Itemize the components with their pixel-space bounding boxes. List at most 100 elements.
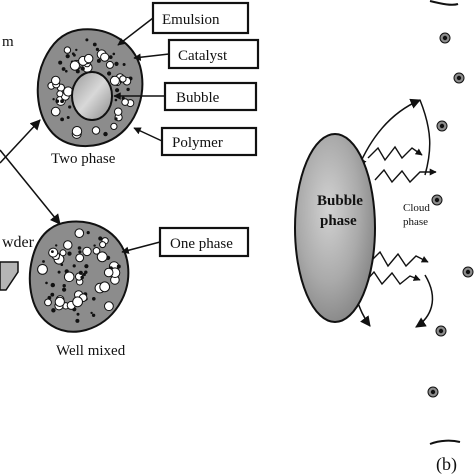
catalyst-grain <box>74 228 85 238</box>
polymer-dot <box>45 281 48 285</box>
polymer-dot <box>116 264 121 269</box>
cloud-phase-label-1: Cloud <box>403 202 430 214</box>
catalyst-grain <box>84 53 94 64</box>
polymer-dot <box>75 69 80 74</box>
polymer-dot <box>84 264 89 269</box>
catalyst-grain <box>37 264 48 275</box>
transfer-arrow-2 <box>374 168 437 184</box>
bubble-phase-label-2: phase <box>320 213 357 229</box>
polymer-dot <box>107 71 112 76</box>
polymer-dot <box>60 99 64 104</box>
polymer-dot <box>55 99 60 103</box>
catalyst-grain <box>56 90 64 98</box>
polymer-dot <box>67 251 72 256</box>
polymer-dot <box>65 54 70 59</box>
polymer-dot <box>121 96 125 100</box>
polymer-dot <box>62 287 67 292</box>
polymer-dot <box>90 311 93 315</box>
catalyst-grain <box>54 296 65 307</box>
polymer-callout: Polymer <box>133 126 258 157</box>
reactor-particle <box>435 325 447 337</box>
catalyst-grain <box>119 75 127 83</box>
polymer-dot <box>78 270 83 275</box>
polymer-dot <box>93 244 96 247</box>
reactor-particle <box>436 120 448 132</box>
polymer-dot <box>114 98 118 102</box>
cut-text-top: m <box>2 34 14 50</box>
polymer-dot <box>51 250 54 254</box>
catalyst-grain <box>59 249 67 257</box>
catalyst-grain <box>100 52 110 62</box>
polymer-dot <box>61 67 66 71</box>
polymer-dot <box>114 61 119 66</box>
polymer-dot <box>75 48 78 52</box>
catalyst-grain <box>69 60 81 71</box>
polymer-dot <box>76 312 80 316</box>
polymer-dot <box>114 117 118 121</box>
catalyst-grain <box>114 107 123 116</box>
polymer-dot <box>92 42 97 47</box>
polymer-dot <box>58 60 63 65</box>
polymer-dot <box>60 263 64 267</box>
cloud-boundary-right-upper <box>419 99 431 176</box>
polymer-dot <box>71 52 75 56</box>
catalyst-grain <box>109 75 120 86</box>
polymer-dot <box>62 284 66 288</box>
catalyst-grain <box>72 296 83 308</box>
catalyst-grain <box>110 122 118 131</box>
polymer-dot <box>60 117 64 122</box>
polymer-dot <box>50 282 55 288</box>
polymer-dot <box>57 270 61 274</box>
polymer-dot <box>75 318 80 323</box>
particle-bubble <box>71 71 113 121</box>
catalyst-callout: Catalyst <box>133 38 260 70</box>
cloud-boundary-upper <box>356 98 421 169</box>
polymer-dot <box>92 297 96 301</box>
polymer-dot <box>51 308 56 313</box>
catalyst-grain <box>105 60 114 69</box>
reactor-particles <box>427 32 474 398</box>
reactor-particle <box>431 194 443 206</box>
polymer-dot <box>65 69 68 73</box>
polymer-dot <box>91 313 96 317</box>
polymer-dot <box>112 52 116 56</box>
polymer-dot <box>103 131 108 137</box>
transfer-arrow-1 <box>367 145 423 162</box>
bubble-callout: Bubble <box>113 81 258 112</box>
catalyst-grain <box>104 301 114 312</box>
powder-nozzle <box>0 261 19 291</box>
well-mixed-particle <box>28 220 130 333</box>
catalyst-grain <box>63 46 72 54</box>
polymer-dot <box>115 88 120 93</box>
cut-text-powder: wder <box>2 234 35 251</box>
catalyst-grain <box>91 126 101 135</box>
polymer-dot <box>108 55 113 59</box>
polymer-dot <box>66 116 70 119</box>
catalyst-grain <box>92 247 101 255</box>
polymer-dot <box>86 231 90 235</box>
one-phase-callout: One phase <box>121 226 250 258</box>
well-mixed-caption: Well mixed <box>56 343 126 359</box>
catalyst-grain <box>99 241 107 249</box>
polymer-dot <box>95 47 99 52</box>
polymer-dot <box>42 260 45 263</box>
polymer-dot <box>77 246 82 250</box>
reactor-particle <box>427 386 439 398</box>
catalyst-grain <box>99 281 111 293</box>
polymer-dot <box>50 292 55 297</box>
polymer-dot <box>72 264 76 268</box>
panel-letter-b: (b) <box>436 454 457 474</box>
polymer-dot <box>52 98 55 101</box>
reactor-particle <box>439 32 451 44</box>
reactor-wall-bottom <box>429 439 461 445</box>
polymer-dot <box>78 250 82 254</box>
catalyst-grain <box>75 253 85 263</box>
catalyst-grain <box>44 298 52 307</box>
catalyst-grain <box>96 251 108 263</box>
polymer-dot <box>84 270 88 274</box>
polymer-dot <box>85 38 89 42</box>
catalyst-grain <box>63 240 73 250</box>
transfer-arrow-4 <box>364 270 421 286</box>
polymer-dot <box>80 275 84 280</box>
